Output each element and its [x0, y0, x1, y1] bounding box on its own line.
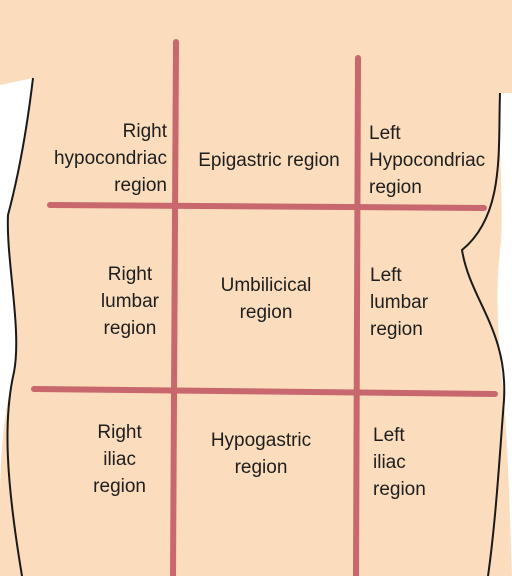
right-lumbar-label: Right lumbar region: [101, 261, 159, 342]
umbilical-label: Umbilicical region: [175, 272, 357, 326]
hypogastric-label: Hypogastric region: [165, 427, 357, 481]
horizontal-line-subcostal: [50, 205, 484, 208]
left-lumbar-label: Left lumbar region: [370, 262, 428, 343]
left-hypochondriac-label: Left Hypocondriac region: [369, 120, 485, 201]
right-iliac-label: Right iliac region: [93, 419, 146, 500]
right-hypochondriac-label: Right hypocondriac region: [54, 118, 167, 199]
epigastric-label: Epigastric region: [175, 147, 363, 174]
left-iliac-label: Left iliac region: [373, 422, 426, 503]
